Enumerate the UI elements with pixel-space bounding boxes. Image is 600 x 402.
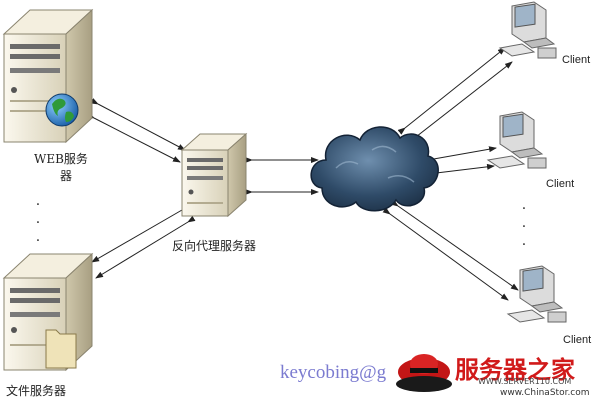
arrow-cloud-client1-1 bbox=[397, 47, 506, 135]
brand-title: 服务器之家 bbox=[455, 356, 575, 384]
arrow-proxy-file-2 bbox=[95, 215, 196, 279]
arrow-cloud-client3-2 bbox=[382, 207, 509, 301]
proxy-server-icon bbox=[180, 132, 248, 218]
client-computer-icon-3 bbox=[506, 265, 567, 323]
web-file-dots: · · · bbox=[35, 197, 41, 249]
arrow-proxy-file-1 bbox=[91, 203, 190, 263]
globe-icon bbox=[45, 93, 79, 127]
arrow-cloud-client2-2 bbox=[420, 163, 495, 178]
reverse-proxy-label: 反向代理服务器 bbox=[172, 239, 257, 253]
client-label-3: Client bbox=[563, 334, 592, 346]
brand-subtitle: WWW.SERVER110.COM bbox=[478, 377, 572, 386]
arrow-cloud-client3-1 bbox=[390, 199, 519, 291]
web-server-icon bbox=[2, 8, 94, 144]
arrow-cloud-client2-1 bbox=[420, 146, 497, 165]
internet-cloud-icon bbox=[310, 126, 439, 212]
client-computer-icon-2 bbox=[486, 111, 547, 169]
file-server-icon bbox=[2, 252, 94, 372]
client-computer-icon-1 bbox=[498, 1, 557, 59]
web-server-label-line2: 器 bbox=[60, 169, 73, 183]
web-server-label-line1: WEB服务 bbox=[34, 152, 88, 166]
connection-arrows bbox=[86, 47, 519, 301]
file-server-label: 文件服务器 bbox=[6, 384, 67, 398]
author-watermark: keycobing@g bbox=[280, 362, 387, 383]
brand-url: www.ChinaStor.com bbox=[500, 388, 590, 398]
client-label-2: Client bbox=[546, 178, 575, 190]
folder-icon bbox=[45, 329, 77, 369]
arrow-web-proxy-2 bbox=[86, 112, 181, 163]
client-label-1: Client bbox=[562, 54, 591, 66]
brand-logo-icon bbox=[396, 354, 452, 392]
client-dots: · · · bbox=[521, 201, 527, 253]
arrow-cloud-client1-2 bbox=[404, 61, 513, 147]
